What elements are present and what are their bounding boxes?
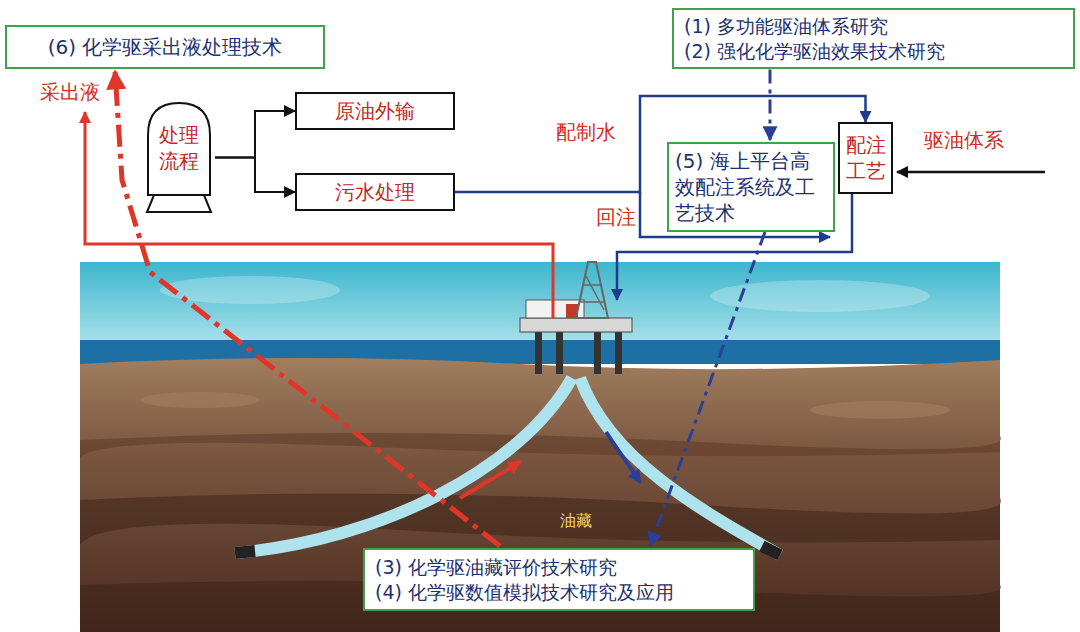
flow-arrow (606, 432, 640, 482)
node-text: 配注工艺 (845, 132, 886, 184)
node-text: 处理流程 (158, 122, 200, 174)
platform-deck (520, 318, 632, 332)
agent-feed-line (897, 171, 1045, 174)
well-tip (235, 551, 255, 553)
platform-module (526, 300, 584, 318)
node-text: (4) 化学驱数值模拟技术研究及应用 (375, 580, 743, 605)
node-text: (1) 多功能驱油体系研究 (684, 14, 1063, 39)
flow-label: 采出液 (40, 80, 100, 104)
flow-label: 配制水 (556, 120, 616, 144)
well-tip (762, 546, 780, 555)
well-pipe (235, 378, 572, 553)
node-text: (3) 化学驱油藏评价技术研究 (375, 555, 743, 580)
derrick (576, 262, 608, 318)
process-box: 配注工艺 (838, 122, 893, 194)
platform-leg (615, 330, 622, 374)
flow-connector (215, 158, 295, 193)
rock-layer (80, 494, 1001, 545)
rock-layer (80, 433, 1001, 458)
process-dome: 处理流程 (140, 100, 218, 215)
research-box: (6) 化学驱采出液处理技术 (5, 25, 325, 69)
flow-label: 油藏 (560, 511, 592, 530)
flow-connector (769, 69, 772, 140)
sky-band (80, 262, 1000, 344)
node-text: 污水处理 (303, 179, 447, 205)
node-text: (5) 海上平台高效配注系统及工艺技术 (675, 148, 827, 226)
flow-connector (215, 111, 295, 158)
platform-leg (594, 330, 601, 374)
node-text: 原油外输 (303, 98, 447, 124)
flow-connector (115, 71, 500, 546)
dome-base (147, 195, 211, 212)
research-box: (5) 海上平台高效配注系统及工艺技术 (667, 142, 835, 232)
node-text: (6) 化学驱采出液处理技术 (15, 34, 315, 60)
flow-arrow (460, 462, 520, 498)
research-box: (1) 多功能驱油体系研究(2) 强化化学驱油效果技术研究 (672, 8, 1075, 69)
flow-connector (650, 232, 765, 546)
node-text: (2) 强化化学驱油效果技术研究 (684, 39, 1063, 64)
process-box: 污水处理 (295, 173, 455, 211)
flow-label: 驱油体系 (924, 128, 1004, 152)
platform-leg (535, 330, 542, 374)
research-box: (3) 化学驱油藏评价技术研究(4) 化学驱数值模拟技术研究及应用 (363, 548, 755, 611)
rock-texture (140, 392, 260, 408)
platform-leg (556, 330, 563, 374)
flow-label: 回注 (596, 205, 636, 229)
rock-texture (810, 401, 950, 419)
process-box: 原油外输 (295, 92, 455, 130)
derrick (580, 276, 605, 310)
dome-outline (148, 103, 210, 195)
